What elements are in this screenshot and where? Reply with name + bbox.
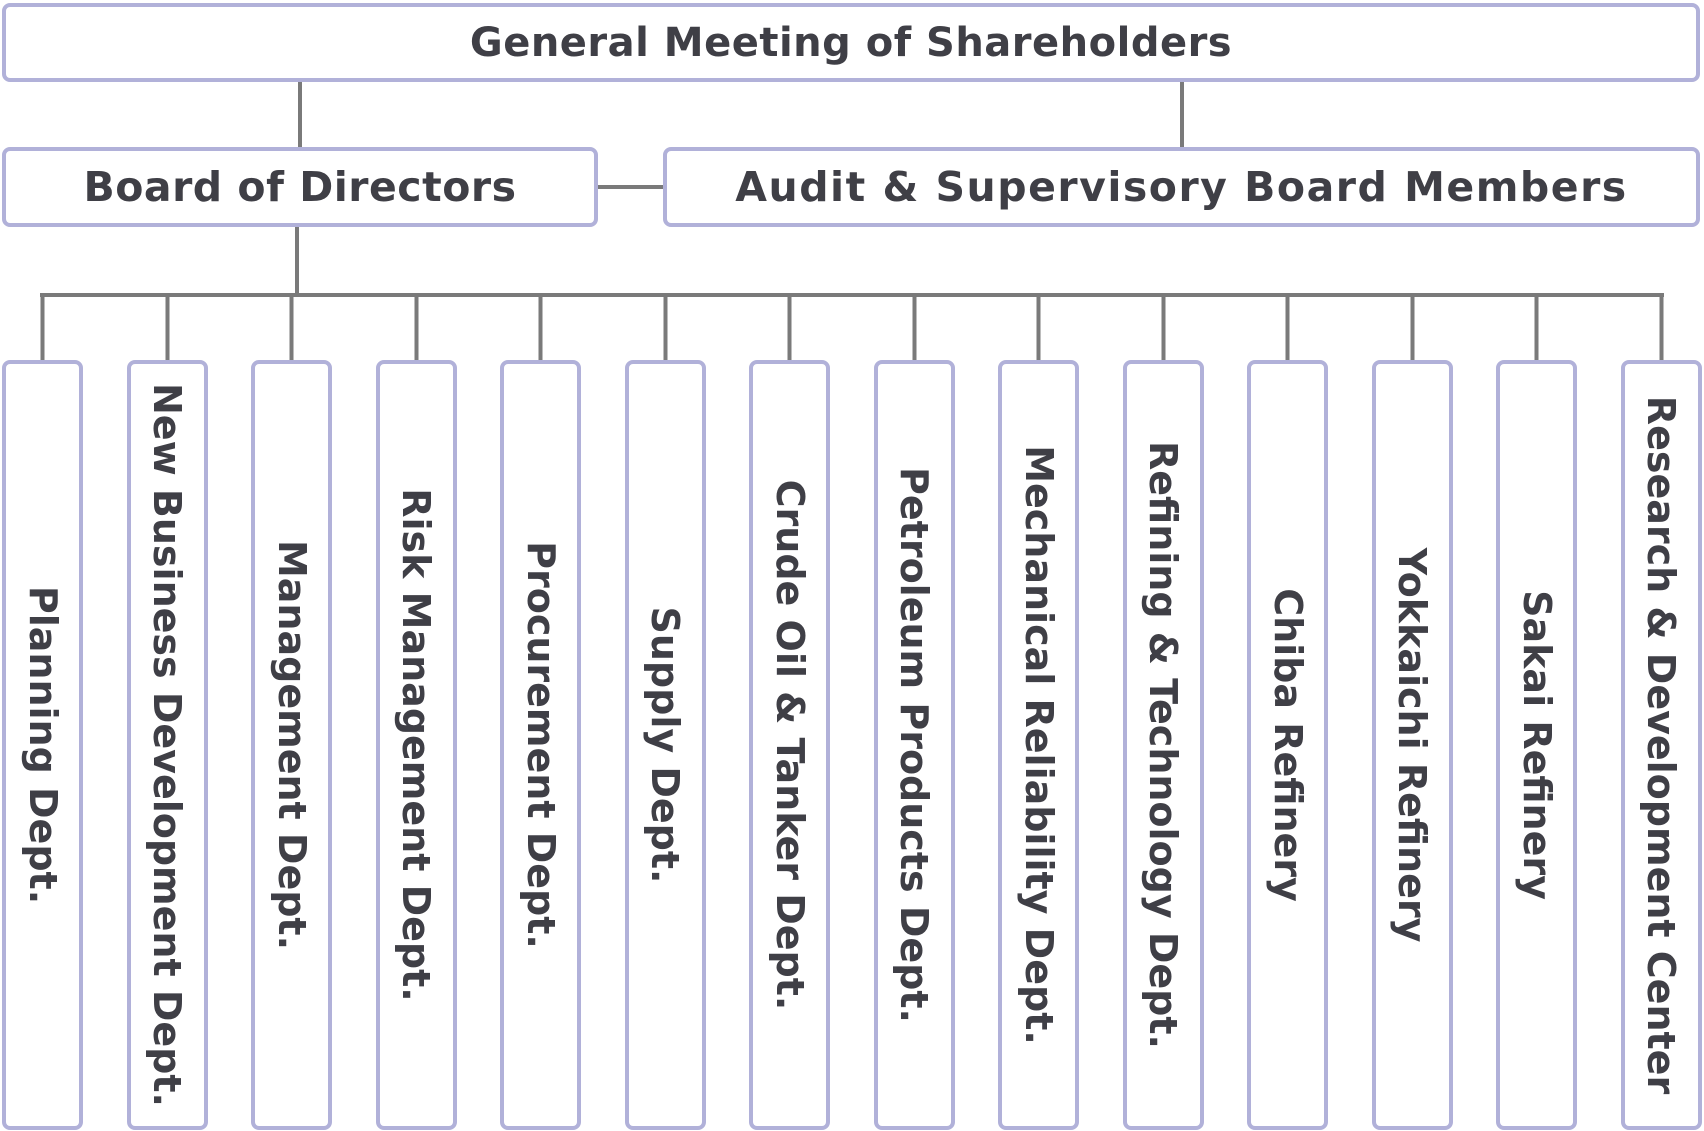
dept-refining-technology: Refining & Technology Dept. xyxy=(1122,360,1204,1130)
dept-label: Planning Dept. xyxy=(20,585,65,905)
dept-mechanical-reliability: Mechanical Reliability Dept. xyxy=(998,360,1079,1130)
dept-label: Sakai Refinery xyxy=(1514,590,1559,900)
dept-management: Management Dept. xyxy=(251,360,332,1130)
dept-supply: Supply Dept. xyxy=(624,360,706,1130)
dept-chiba-refinery: Chiba Refinery xyxy=(1247,360,1328,1130)
general-meeting-label: General Meeting of Shareholders xyxy=(469,19,1233,66)
audit-board-label: Audit & Supervisory Board Members xyxy=(735,163,1628,211)
dept-crude-oil-tanker: Crude Oil & Tanker Dept. xyxy=(749,360,830,1130)
dept-yokkaichi-refinery: Yokkaichi Refinery xyxy=(1371,360,1453,1130)
dept-label: Refining & Technology Dept. xyxy=(1141,441,1185,1049)
board-of-directors-box: Board of Directors xyxy=(2,147,598,227)
dept-sakai-refinery: Sakai Refinery xyxy=(1496,360,1577,1130)
dept-label: New Business Development Dept. xyxy=(145,383,189,1107)
dept-label: Research & Development Center xyxy=(1639,395,1683,1095)
dept-planning: Planning Dept. xyxy=(2,360,83,1130)
audit-board-box: Audit & Supervisory Board Members xyxy=(663,147,1700,227)
dept-research-development-center: Research & Development Center xyxy=(1620,360,1702,1130)
dept-risk-management: Risk Management Dept. xyxy=(375,360,457,1130)
dept-label: Risk Management Dept. xyxy=(394,488,438,1002)
dept-label: Crude Oil & Tanker Dept. xyxy=(767,479,812,1011)
dept-procurement: Procurement Dept. xyxy=(500,360,581,1130)
dept-label: Yokkaichi Refinery xyxy=(1390,547,1434,943)
general-meeting-box: General Meeting of Shareholders xyxy=(2,3,1700,82)
board-of-directors-label: Board of Directors xyxy=(83,163,517,211)
dept-label: Mechanical Reliability Dept. xyxy=(1016,445,1061,1045)
dept-label: Supply Dept. xyxy=(643,606,687,884)
dept-label: Petroleum Products Dept. xyxy=(892,467,936,1023)
dept-new-business-development: New Business Development Dept. xyxy=(126,360,208,1130)
dept-label: Chiba Refinery xyxy=(1265,588,1310,902)
dept-label: Procurement Dept. xyxy=(518,541,563,949)
dept-label: Management Dept. xyxy=(269,539,314,951)
dept-petroleum-products: Petroleum Products Dept. xyxy=(873,360,955,1130)
